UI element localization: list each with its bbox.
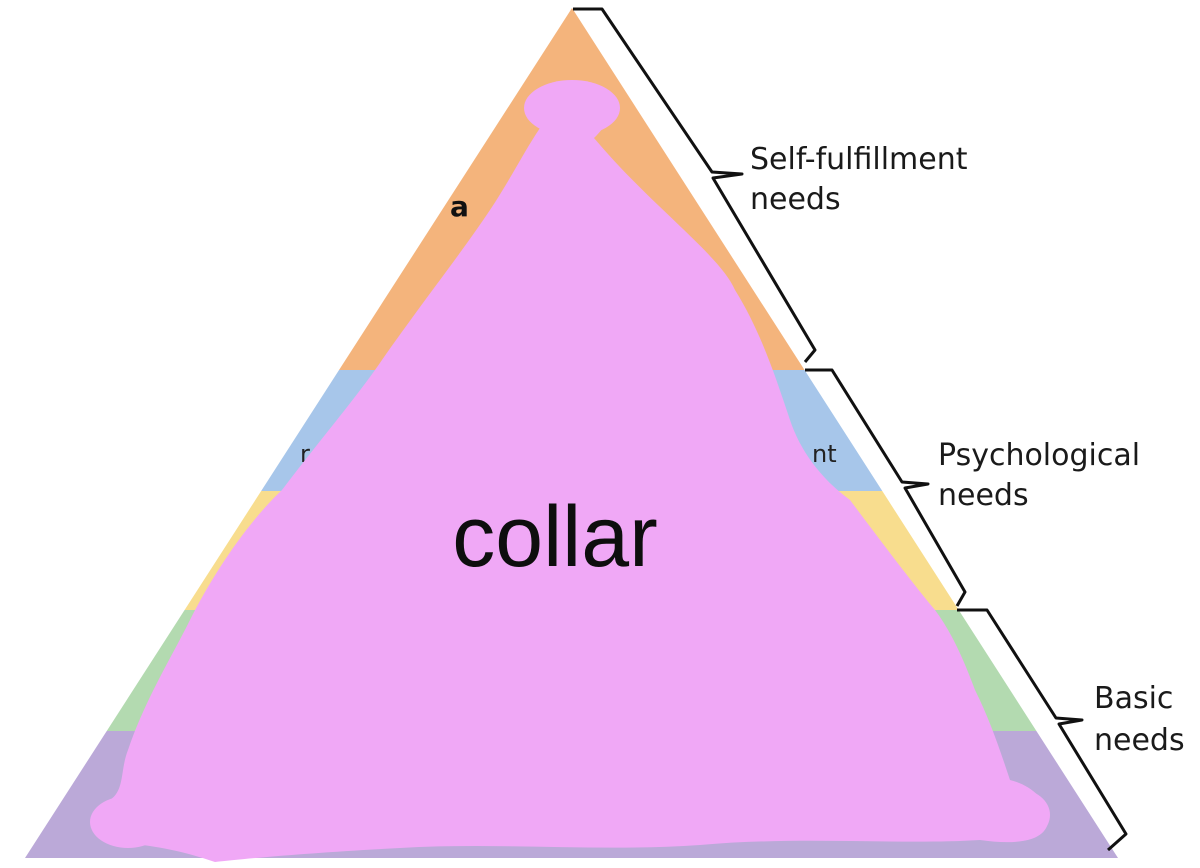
overlay-word: collar	[452, 489, 658, 585]
label-self-fulfillment-line2: needs	[750, 182, 841, 217]
label-basic-line2: needs	[1094, 723, 1185, 758]
pink-scribble-overlay	[90, 80, 1050, 863]
scribble-blob	[94, 82, 1049, 863]
label-psychological-line2: needs	[938, 478, 1029, 513]
label-basic-line1: Basic	[1094, 681, 1173, 716]
group-brackets	[573, 7, 1128, 852]
scribble-bump-left	[90, 796, 166, 848]
label-psychological-line1: Psychological	[938, 438, 1140, 473]
bracket-psychological	[805, 368, 967, 607]
scribble-bump-right	[986, 789, 1050, 841]
bracket-self-fulfillment	[573, 7, 817, 363]
label-self-fulfillment-line1: Self-fulfillment	[750, 142, 968, 177]
fragment-right-label: nt	[812, 440, 837, 468]
fragment-top-label: a	[450, 190, 469, 223]
bracket-basic	[957, 608, 1128, 852]
fragment-left-label: r	[300, 440, 310, 468]
scribble-bump-top	[524, 80, 620, 136]
